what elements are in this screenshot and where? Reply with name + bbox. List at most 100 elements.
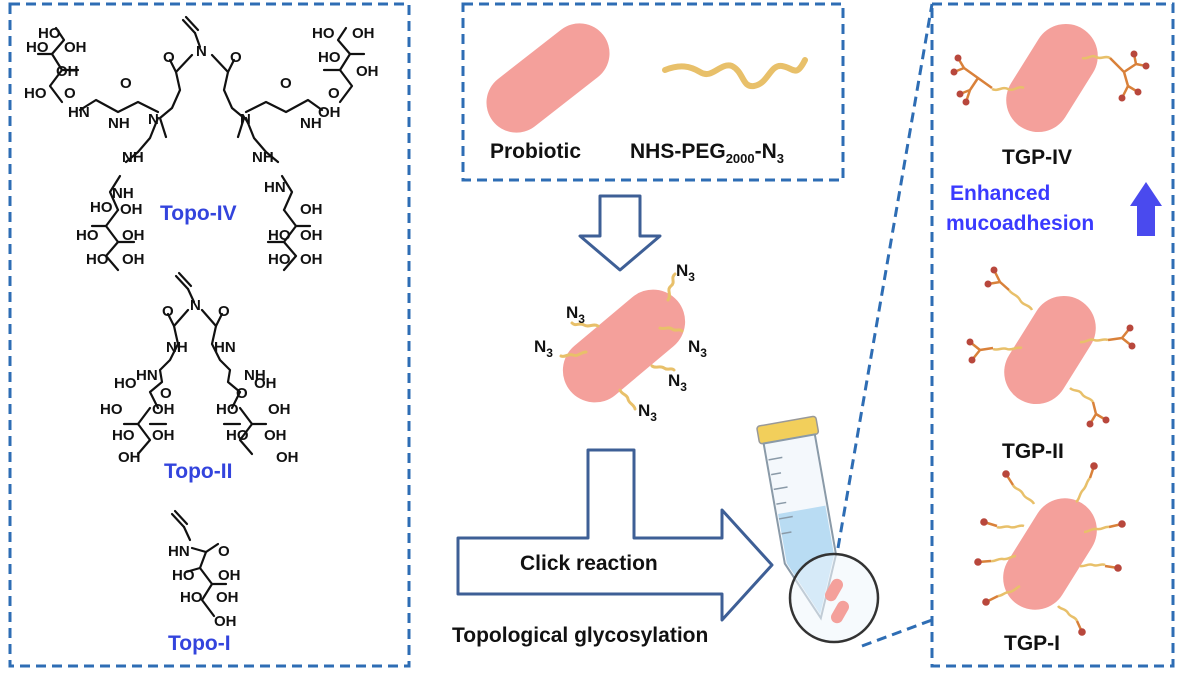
azide-label: N3 (534, 337, 553, 360)
top-middle-panel-border (461, 2, 845, 182)
atom-ho: HO (26, 39, 49, 56)
atom-ho: HO (24, 85, 47, 102)
topo-i-structure-icon (170, 509, 228, 618)
atom-oh: OH (352, 25, 375, 42)
atom-nh: NH (112, 185, 134, 202)
atom-n: N (148, 111, 159, 128)
atom-o: O (218, 303, 230, 320)
centrifuge-tube-icon (756, 415, 880, 644)
atom-oh: OH (214, 613, 237, 630)
atom-ho: HO (76, 227, 99, 244)
atom-nh: NH (166, 339, 188, 356)
atom-ho: HO (180, 589, 203, 606)
peg-label-sub: 2000 (726, 151, 755, 166)
atom-o: O (163, 49, 175, 66)
enhanced-label-line1: Enhanced (950, 182, 1050, 205)
atom-ho: HO (172, 567, 195, 584)
atom-oh: OH (152, 401, 175, 418)
atom-ho: HO (86, 251, 109, 268)
atom-nh: NH (252, 149, 274, 166)
left-panel-border (8, 2, 411, 668)
atom-oh: OH (122, 251, 145, 268)
atom-ho: HO (268, 227, 291, 244)
atom-oh: OH (122, 227, 145, 244)
atom-o: O (280, 75, 292, 92)
peg-label-sub2: 3 (777, 151, 784, 166)
atom-ho: HO (312, 25, 335, 42)
right-panel-border (930, 2, 1175, 668)
topo-iv-atom-labels: N O O N N HN NH O O NH OH HO OH HO OH HO… (24, 25, 379, 268)
probiotic-label: Probiotic (490, 140, 581, 163)
topo-ii-label: Topo-II (164, 460, 232, 483)
tgp-i-bacterium-icon (974, 462, 1126, 636)
atom-oh: OH (300, 201, 323, 218)
atom-hn: HN (68, 104, 90, 121)
topological-glycosylation-label: Topological glycosylation (452, 624, 708, 647)
atom-ho: HO (114, 375, 137, 392)
atom-n: N (240, 111, 251, 128)
topo-ii-structure-icon (122, 271, 268, 456)
atom-o: O (218, 543, 230, 560)
peg-label: NHS-PEG2000-N3 (630, 140, 784, 166)
atom-oh: OH (56, 63, 79, 80)
atom-o: O (162, 303, 174, 320)
azide-label: N3 (668, 371, 687, 394)
atom-ho: HO (226, 427, 249, 444)
tgp-iv-label: TGP-IV (1002, 146, 1072, 169)
atom-oh: OH (318, 104, 341, 121)
atom-o: O (328, 85, 340, 102)
atom-oh: OH (120, 201, 143, 218)
atom-hn: HN (136, 367, 158, 384)
tgp-iv-bacterium-icon (950, 23, 1150, 133)
atom-oh: OH (264, 427, 287, 444)
atom-oh: OH (356, 63, 379, 80)
atom-nh: NH (108, 115, 130, 132)
atom-hn: HN (264, 179, 286, 196)
down-arrow-icon (578, 194, 662, 272)
atom-nh: NH (244, 367, 266, 384)
topo-i-label: Topo-I (168, 632, 231, 655)
up-arrow-icon (1130, 182, 1162, 236)
atom-nh: NH (122, 149, 144, 166)
azide-label: N3 (688, 337, 707, 360)
azide-bacterium-icon: N3 N3 N3 N3 N3 N3 (534, 261, 707, 424)
atom-oh: OH (300, 227, 323, 244)
atom-hn: HN (168, 543, 190, 560)
atom-ho: HO (90, 199, 113, 216)
tgp-i-label: TGP-I (1004, 632, 1060, 655)
atom-oh: OH (300, 251, 323, 268)
atom-ho: HO (100, 401, 123, 418)
atom-o: O (230, 49, 242, 66)
atom-o: O (64, 85, 76, 102)
atom-ho: HO (268, 251, 291, 268)
atom-o: O (236, 385, 248, 402)
peg-label-prefix: NHS-PEG (630, 140, 726, 163)
atom-ho: HO (112, 427, 135, 444)
tgp-ii-label: TGP-II (1002, 440, 1064, 463)
enhanced-label-line2: mucoadhesion (946, 212, 1094, 235)
zoom-line-top (836, 3, 934, 549)
atom-oh: OH (216, 589, 239, 606)
atom-oh: OH (254, 375, 277, 392)
atom-oh: OH (64, 39, 87, 56)
atom-nh: NH (300, 115, 322, 132)
atom-oh: OH (268, 401, 291, 418)
peg-chain-icon (662, 57, 808, 90)
topo-iv-structure-icon (36, 15, 366, 272)
probiotic-bacterium-icon (486, 23, 610, 133)
atom-hn: HN (214, 339, 236, 356)
azide-label: N3 (566, 303, 585, 326)
peg-label-suffix: -N (755, 140, 777, 163)
topo-i-atom-labels: HN O HO OH HO OH OH (168, 543, 241, 630)
atom-ho: HO (216, 401, 239, 418)
atom-ho: HO (318, 49, 341, 66)
azide-label: N3 (638, 401, 657, 424)
atom-oh: OH (218, 567, 241, 584)
atom-ho: HO (38, 25, 61, 42)
topo-ii-atom-labels: N O O NH HN HN NH HO O O OH HO OH HO OH … (100, 297, 299, 466)
click-reaction-label: Click reaction (520, 552, 658, 575)
zoom-line-bottom (861, 618, 933, 648)
click-reaction-arrow-icon (456, 448, 774, 622)
atom-oh: OH (152, 427, 175, 444)
